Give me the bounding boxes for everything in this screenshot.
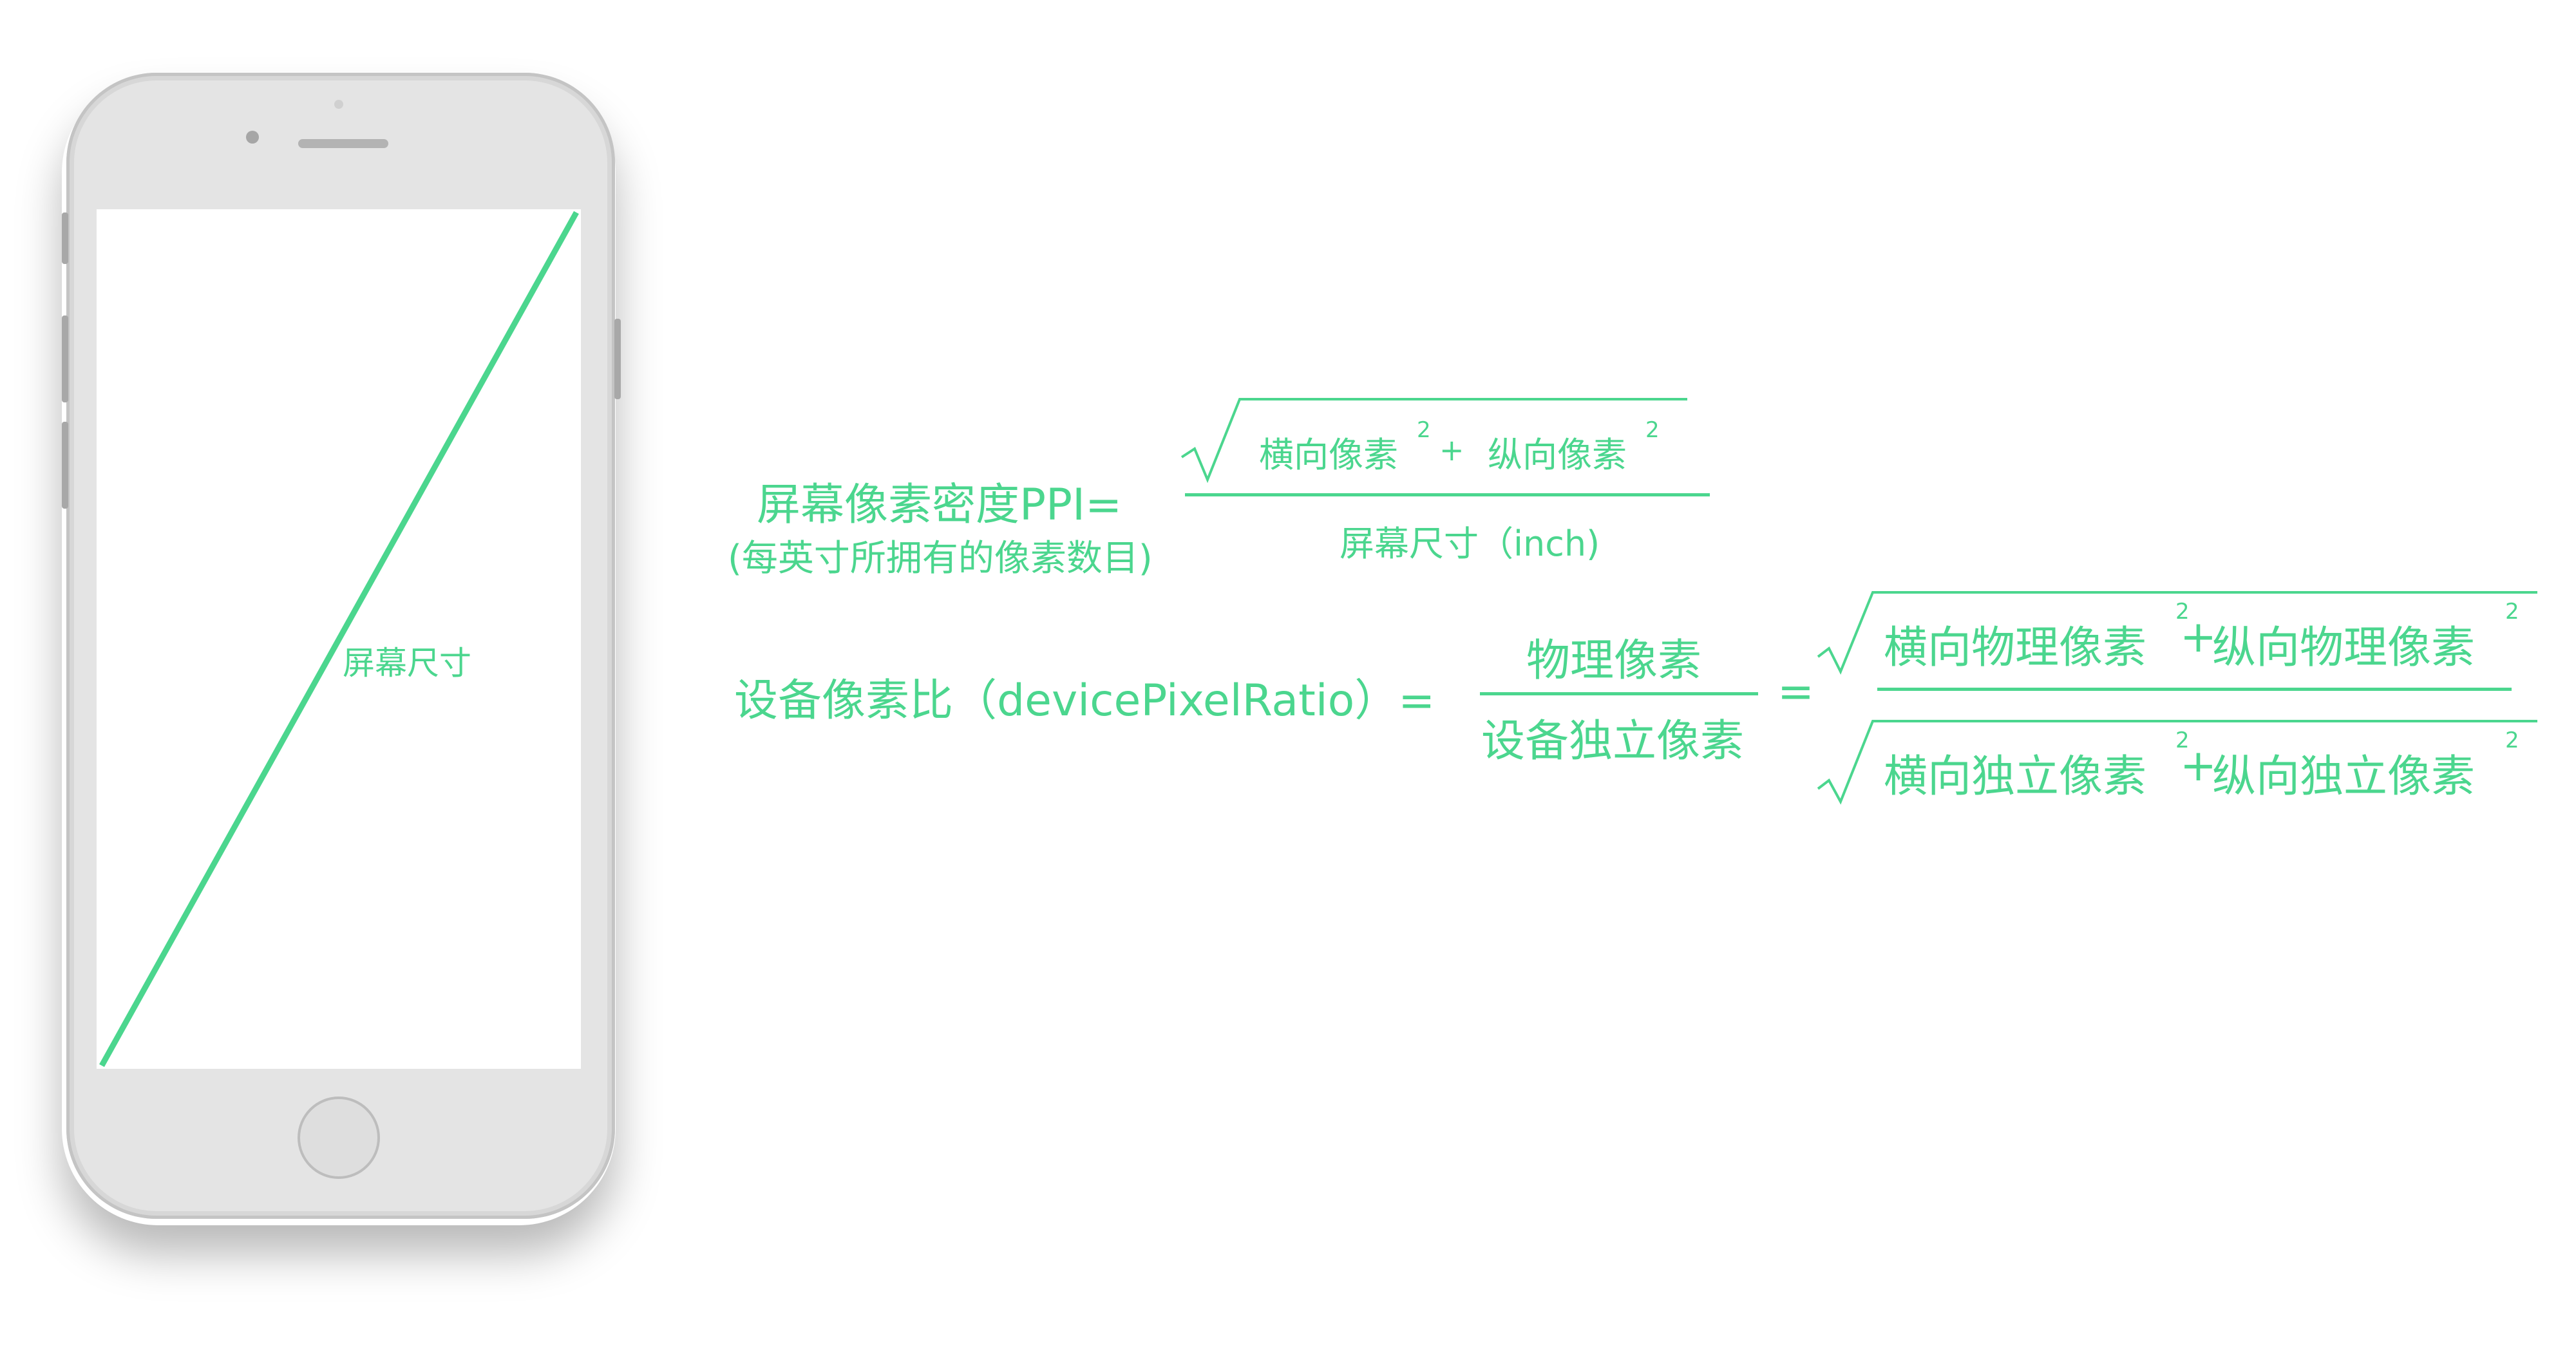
volume-up-button	[62, 315, 68, 402]
dpr-root-den-plus: +	[2180, 740, 2217, 791]
diagonal-label: 屏幕尺寸	[343, 645, 471, 682]
dpr-den-sqrt-sign	[1817, 720, 2537, 805]
home-button	[298, 1097, 380, 1179]
ppi-num-plus: +	[1439, 433, 1464, 467]
dpr-frac-numerator: 物理像素	[1526, 635, 1702, 686]
dpr-root-den-exp2: 2	[2505, 728, 2519, 753]
dpr-root-num-exp1: 2	[2175, 599, 2190, 625]
ppi-fraction-bar	[1185, 493, 1710, 496]
ppi-lhs: 屏幕像素密度PPI=	[757, 480, 1122, 531]
dpr-frac-denominator: 设备独立像素	[1481, 716, 1745, 767]
earpiece-speaker	[298, 139, 388, 148]
dpr-root-den-term1: 横向独立像素	[1884, 751, 2147, 802]
phone-screen	[97, 209, 581, 1069]
ppi-num-term2: 纵向像素	[1488, 435, 1627, 475]
ppi-num-term1: 横向像素	[1259, 435, 1398, 475]
dpr-root-num-term1: 横向物理像素	[1884, 623, 2147, 673]
ppi-denominator: 屏幕尺寸（inch)	[1340, 523, 1600, 564]
volume-down-button	[62, 422, 68, 509]
ppi-lhs-note: (每英寸所拥有的像素数目)	[728, 538, 1153, 579]
mute-switch	[62, 212, 68, 264]
ppi-num-exp1: 2	[1417, 417, 1431, 443]
dpr-fraction-bar	[1480, 692, 1758, 695]
dpr-num-sqrt-sign	[1817, 591, 2537, 675]
dpr-equals: =	[1777, 666, 1814, 717]
dpr-root-num-plus: +	[2180, 612, 2217, 663]
dpr-root-num-exp2: 2	[2505, 599, 2519, 625]
ppi-sqrt-sign	[1180, 398, 1687, 484]
dpr-root-num-term2: 纵向物理像素	[2212, 623, 2476, 673]
dpr-root-den-exp1: 2	[2175, 728, 2190, 753]
ppi-num-exp2: 2	[1645, 417, 1660, 443]
dpr-root-den-term2: 纵向独立像素	[2212, 751, 2476, 802]
dpr-root-fraction-bar	[1877, 688, 2512, 691]
diagonal-line	[99, 211, 579, 1068]
proximity-sensor	[334, 100, 343, 109]
power-button	[614, 319, 621, 399]
front-camera-icon	[246, 131, 259, 144]
dpr-lhs: 设备像素比（devicePixelRatio）=	[734, 675, 1435, 726]
